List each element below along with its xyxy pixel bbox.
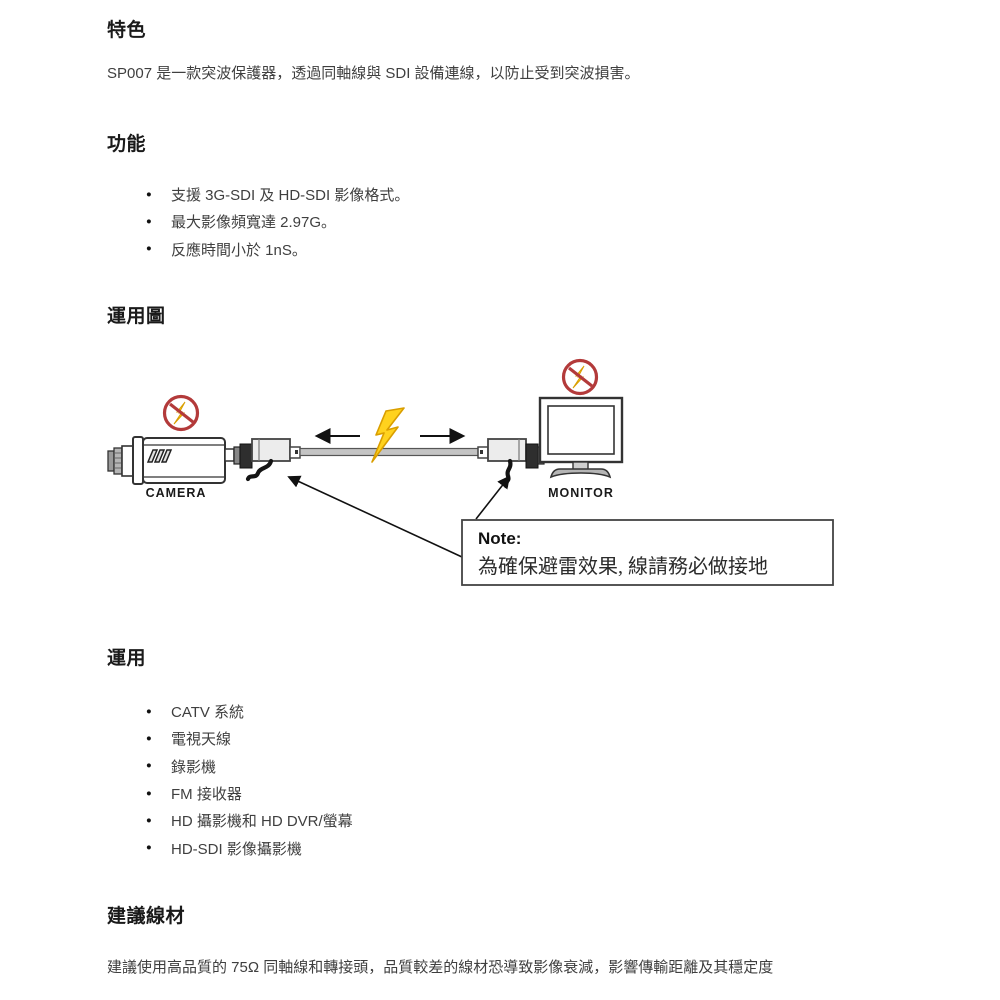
ground-wire-right bbox=[503, 458, 513, 489]
ground-wire-left bbox=[245, 458, 274, 482]
note-arrow-to-left-protector bbox=[287, 475, 463, 558]
note-text: 為確保避雷效果, 線請務必做接地 bbox=[478, 555, 768, 578]
list-item-text: HD 攝影機和 HD DVR/螢幕 bbox=[171, 813, 353, 831]
section-heading-functions: 功能 bbox=[107, 134, 147, 155]
bullet-icon: ● bbox=[146, 243, 152, 255]
bullet-icon: ● bbox=[146, 216, 152, 228]
list-item-text: 電視天線 bbox=[171, 731, 232, 749]
note-box: Note: 為確保避雷效果, 線請務必做接地 bbox=[461, 519, 834, 586]
no-lightning-icon bbox=[162, 394, 200, 432]
note-arrow-to-right-protector bbox=[475, 475, 511, 520]
camera-illustration: CAMERA bbox=[107, 436, 226, 500]
list-item-text: CATV 系統 bbox=[171, 704, 245, 722]
recommended-cable-description: 建議使用高品質的 75Ω 同軸線和轉接頭，品質較差的線材恐導致影像衰減，影響傳輸… bbox=[107, 959, 774, 976]
list-item: ● 反應時間小於 1nS。 bbox=[146, 236, 409, 263]
bullet-icon: ● bbox=[146, 705, 152, 717]
bullet-icon: ● bbox=[146, 842, 152, 854]
list-item: ● FM 接收器 bbox=[146, 780, 353, 807]
lightning-bolt-icon bbox=[371, 407, 405, 463]
list-item: ● 支援 3G-SDI 及 HD-SDI 影像格式。 bbox=[146, 181, 409, 208]
list-item: ● CATV 系統 bbox=[146, 698, 353, 725]
section-heading-recommended-cable: 建議線材 bbox=[107, 906, 186, 927]
no-lightning-icon bbox=[561, 358, 599, 396]
list-item-text: FM 接收器 bbox=[171, 786, 242, 804]
note-title: Note: bbox=[478, 529, 521, 548]
list-item: ● 錄影機 bbox=[146, 753, 353, 780]
camera-logo-stripes bbox=[146, 449, 173, 463]
section-heading-features: 特色 bbox=[107, 20, 147, 41]
section-heading-applications: 運用 bbox=[107, 648, 147, 669]
section-heading-application-diagram: 運用圖 bbox=[107, 306, 166, 327]
features-description: SP007 是一款突波保護器，透過同軸線與 SDI 設備連線，以防止受到突波損害… bbox=[107, 65, 640, 82]
bullet-icon: ● bbox=[146, 760, 152, 772]
bullet-icon: ● bbox=[146, 787, 152, 799]
list-item-text: 反應時間小於 1nS。 bbox=[171, 241, 307, 259]
list-item: ● HD 攝影機和 HD DVR/螢幕 bbox=[146, 807, 353, 834]
coax-cable bbox=[299, 447, 483, 457]
monitor-illustration: MONITOR bbox=[538, 396, 624, 500]
list-item: ● HD-SDI 影像攝影機 bbox=[146, 834, 353, 861]
application-diagram: CAMERA bbox=[90, 355, 880, 605]
bullet-icon: ● bbox=[146, 188, 152, 200]
list-item: ● 電視天線 bbox=[146, 725, 353, 752]
list-item: ● 最大影像頻寬達 2.97G。 bbox=[146, 208, 409, 235]
applications-list: ● CATV 系統 ● 電視天線 ● 錄影機 ● FM 接收器 ● HD 攝影機… bbox=[146, 698, 353, 862]
bullet-icon: ● bbox=[146, 733, 152, 745]
monitor-label: MONITOR bbox=[548, 486, 614, 500]
list-item-text: 支援 3G-SDI 及 HD-SDI 影像格式。 bbox=[171, 187, 410, 205]
list-item-text: 最大影像頻寬達 2.97G。 bbox=[171, 214, 337, 232]
list-item-text: HD-SDI 影像攝影機 bbox=[171, 840, 302, 858]
surge-protector-left bbox=[224, 438, 301, 482]
list-item-text: 錄影機 bbox=[171, 758, 217, 776]
camera-label: CAMERA bbox=[146, 486, 207, 500]
bullet-icon: ● bbox=[146, 815, 152, 827]
functions-list: ● 支援 3G-SDI 及 HD-SDI 影像格式。 ● 最大影像頻寬達 2.9… bbox=[146, 181, 409, 263]
